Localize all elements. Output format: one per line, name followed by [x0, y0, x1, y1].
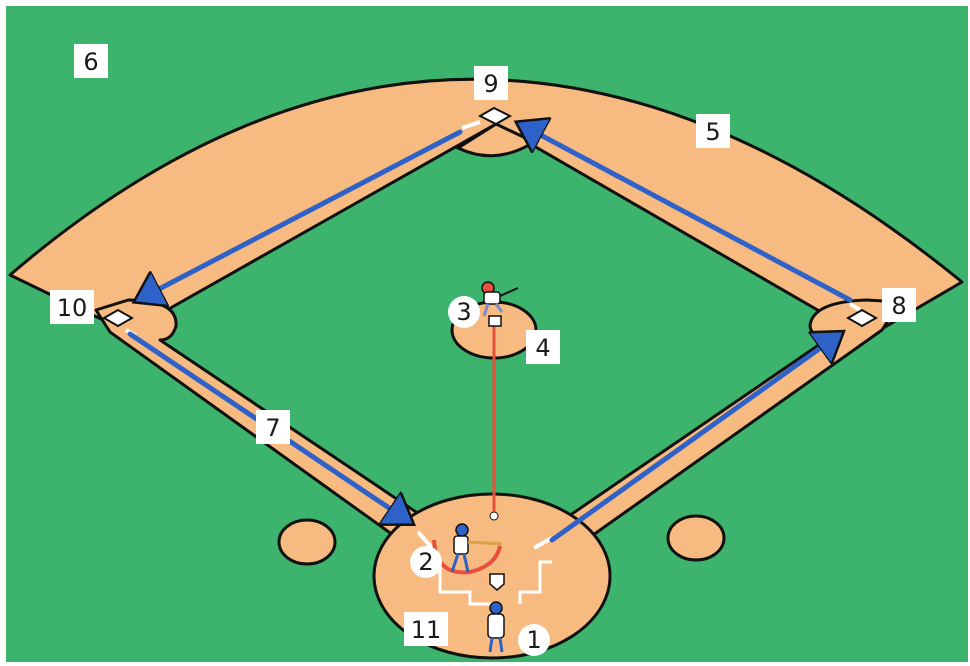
- label-4-text: 4: [535, 334, 550, 362]
- label-9-text: 9: [483, 70, 498, 98]
- on-deck-circle-right: [668, 516, 724, 560]
- label-11: 11: [404, 612, 448, 646]
- label-9: 9: [474, 66, 508, 100]
- label-10: 10: [50, 290, 94, 324]
- on-deck-circle-left: [279, 520, 335, 564]
- label-10-text: 10: [57, 294, 88, 322]
- label-5-text: 5: [705, 118, 720, 146]
- pitch-target-dot: [490, 512, 498, 520]
- label-2: 2: [410, 546, 442, 578]
- label-8-text: 8: [891, 292, 906, 320]
- label-2-text: 2: [418, 548, 433, 576]
- label-6-text: 6: [83, 48, 98, 76]
- label-3: 3: [448, 296, 480, 328]
- pitching-rubber: [489, 316, 501, 326]
- label-1-text: 1: [526, 626, 541, 654]
- label-5: 5: [696, 114, 730, 148]
- label-8: 8: [882, 288, 916, 322]
- label-7: 7: [256, 410, 290, 444]
- label-7-text: 7: [265, 414, 280, 442]
- label-4: 4: [526, 330, 560, 364]
- label-3-text: 3: [456, 298, 471, 326]
- label-1: 1: [518, 624, 550, 656]
- label-6: 6: [74, 44, 108, 78]
- label-11-text: 11: [411, 616, 442, 644]
